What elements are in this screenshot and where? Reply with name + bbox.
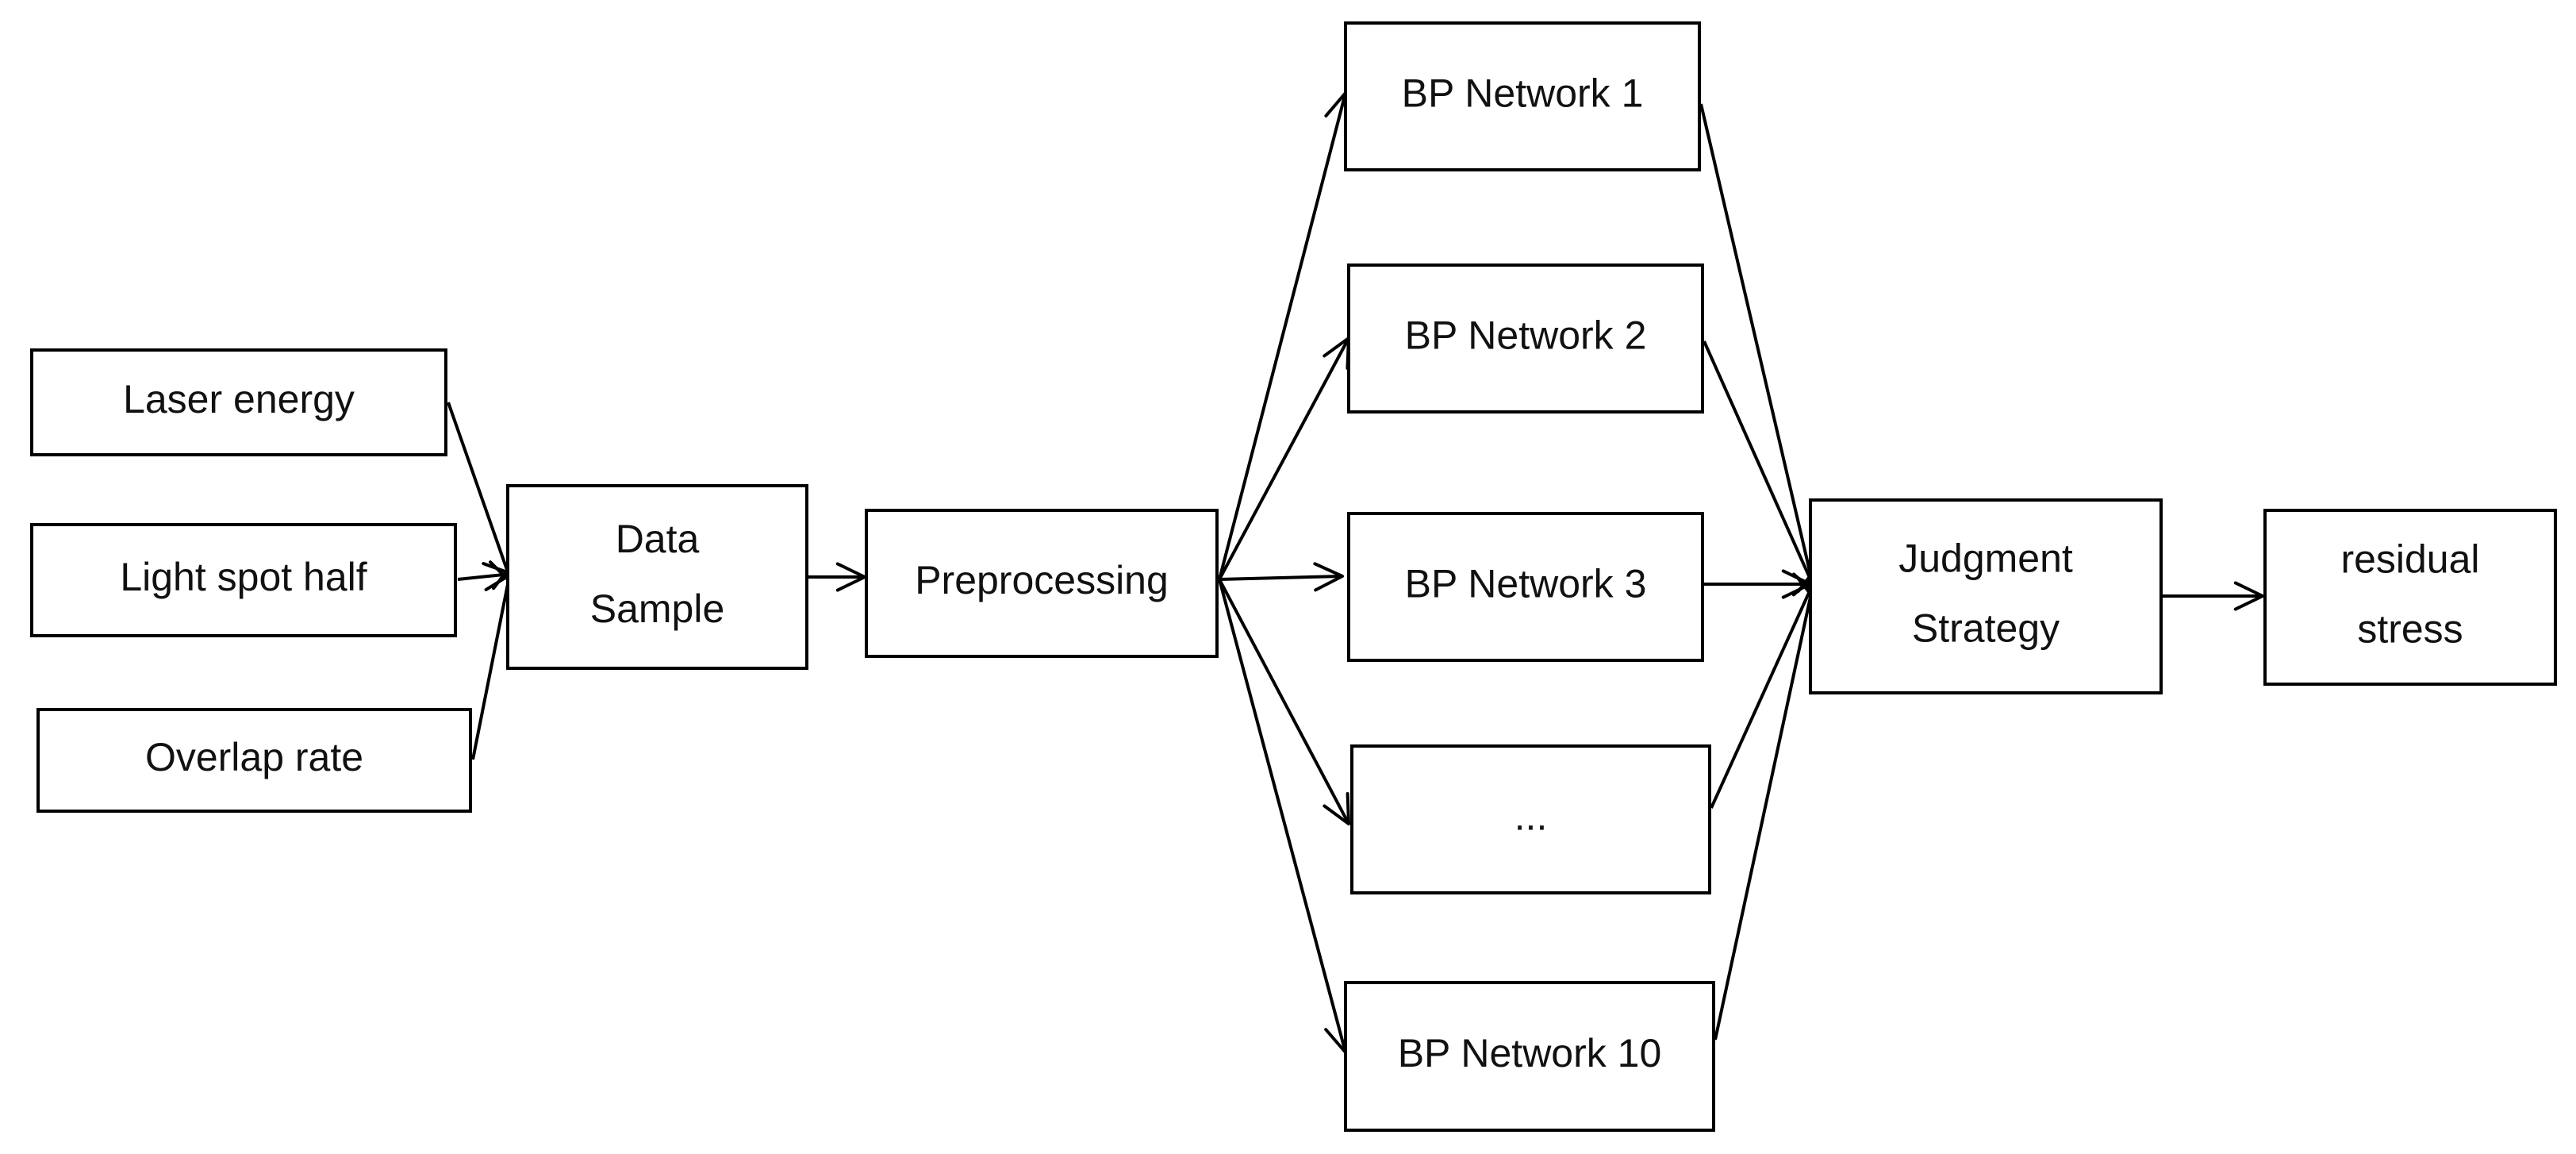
node-residual-stress: residual stress [2263,509,2557,686]
connector-line [1710,575,1818,809]
node-label: residual [2340,537,2479,582]
node-box [36,708,472,813]
node-box [30,523,457,637]
node-box [1809,498,2163,694]
edge-preprocessing-to-bp-network-1 [1218,91,1353,580]
connector-line [447,402,513,584]
node-label: BP Network 1 [1402,71,1644,116]
node-box [1347,512,1704,662]
edge-ellipsis-to-judgment-strategy [1710,574,1819,809]
node-label: Overlap rate [145,735,363,779]
node-bp-network-10: BP Network 10 [1344,981,1715,1132]
edge-preprocessing-to-bp-network-3 [1219,562,1344,592]
connector-line [1699,103,1818,602]
arrow-head-icon [2233,581,2264,611]
edge-bp-network-10-to-judgment-strategy [1714,566,1825,1041]
edge-judgment-strategy-to-residual-stress [2163,581,2264,611]
edge-bp-network-1-to-judgment-strategy [1699,103,1825,603]
node-box [1344,981,1715,1132]
node-box [506,484,808,670]
node-box [1347,263,1704,414]
node-label: Sample [590,587,725,631]
edge-preprocessing-to-bp-network-10 [1218,579,1353,1054]
edge-laser-energy-to-data-sample [447,402,517,585]
node-label: Strategy [1912,606,2060,651]
node-laser-energy: Laser energy [30,348,447,456]
node-bp-network-1: BP Network 1 [1344,21,1701,171]
node-label: Data [616,517,700,561]
node-label: Light spot half [120,555,367,599]
node-label: ... [1515,794,1548,839]
connector-line [1218,337,1350,580]
node-box [30,348,447,456]
node-bp-network-2: BP Network 2 [1347,263,1704,414]
node-ellipsis: ... [1350,744,1711,894]
node-box [1344,21,1701,171]
node-label: BP Network 3 [1405,562,1647,606]
connector-line [1714,567,1818,1041]
node-label: stress [2357,607,2463,652]
edge-bp-network-2-to-judgment-strategy [1703,340,1820,595]
edge-preprocessing-to-bp-network-2 [1218,337,1350,580]
node-label: Judgment [1898,537,2073,581]
connector-line [1218,579,1350,825]
node-preprocessing: Preprocessing [865,509,1219,658]
node-box [865,509,1219,658]
node-label: Laser energy [123,377,355,421]
node-label: BP Network 10 [1398,1031,1662,1075]
node-light-spot-half: Light spot half [30,523,457,637]
edge-data-sample-to-preprocessing [807,562,866,592]
connector-line [1703,340,1818,594]
node-box [1350,744,1711,894]
node-label: BP Network 2 [1405,314,1647,358]
arrow-head-icon [1323,792,1350,825]
node-box [2263,509,2557,686]
connector-line [1219,575,1343,581]
connector-line [1218,92,1347,580]
node-label: Preprocessing [915,558,1169,602]
connector-line [1218,579,1347,1053]
edge-preprocessing-to-ellipsis [1218,579,1350,825]
arrow-head-icon [1313,562,1344,592]
connector-line [471,564,513,760]
node-overlap-rate: Overlap rate [36,708,472,813]
node-bp-network-3: BP Network 3 [1347,512,1704,662]
